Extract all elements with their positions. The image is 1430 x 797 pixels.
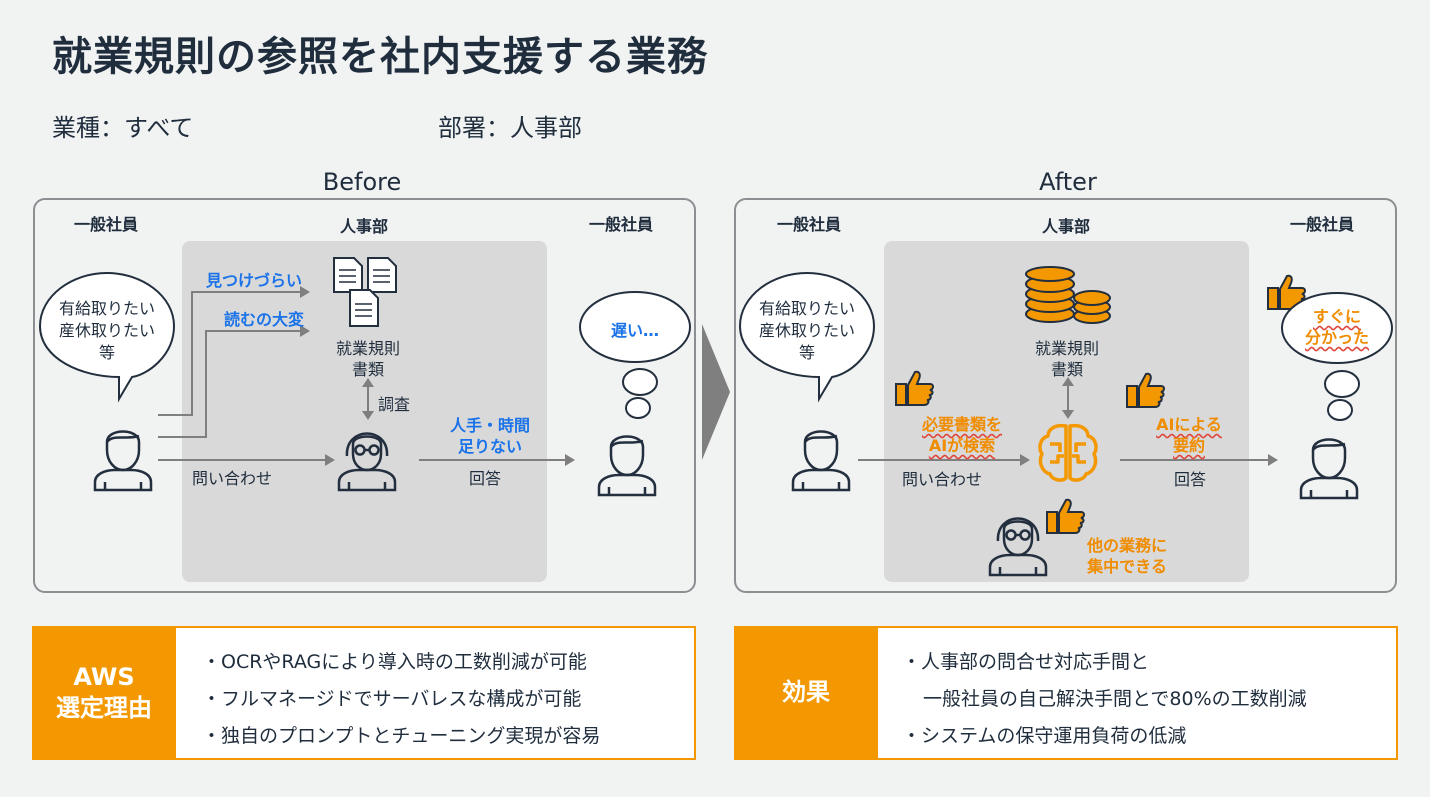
after-inquiry-label: 問い合わせ <box>901 470 982 489</box>
speech-line-1: 有給取りたい <box>58 299 155 318</box>
before-inquiry-label: 問い合わせ <box>192 469 273 488</box>
reason-label: AWS 選定理由 <box>32 626 176 760</box>
before-issue-find: 見つけづらい <box>205 271 302 290</box>
focus-line-2: 集中できる <box>1087 557 1167 576</box>
reason-label-line-1: AWS <box>73 662 135 691</box>
before-thought-bubble <box>579 291 691 419</box>
after-focus-label: 他の業務に 集中できる <box>1068 535 1186 577</box>
person-icon <box>791 430 851 492</box>
after-role-center: 人事部 <box>1041 217 1090 236</box>
before-docs-label: 就業規則 書類 <box>318 338 418 380</box>
document-icon <box>333 257 397 327</box>
reason-item-1: ・OCRやRAGにより導入時の工数削減が可能 <box>202 651 587 673</box>
speech-line-2: 産休取りたい <box>58 321 155 340</box>
search-line-1: 必要書類を <box>921 415 1002 434</box>
before-investigate: 調査 <box>378 395 411 414</box>
person-icon <box>1299 438 1359 500</box>
page-title: 就業規則の参照を社内支援する業務 <box>52 34 708 80</box>
after-docs-label: 就業規則 書類 <box>1017 338 1117 380</box>
shortage-line-2: 足りない <box>457 437 522 456</box>
effect-item-2: 一般社員の自己解決手間とで80%の工数削減 <box>923 688 1307 710</box>
after-heading: After <box>1039 168 1097 196</box>
after-thought-bubble <box>1281 292 1393 421</box>
speech-line-1: 有給取りたい <box>758 299 855 318</box>
after-search-label: 必要書類を AIが検索 <box>898 414 1026 456</box>
thumbs-up-icon <box>1267 274 1306 310</box>
department-label: 部署：人事部 <box>438 114 582 142</box>
person-icon <box>93 430 153 492</box>
person-glasses-icon <box>337 432 397 492</box>
after-role-left: 一般社員 <box>776 215 841 234</box>
thumbs-up-icon <box>1046 498 1085 534</box>
reason-item-2: ・フルマネージドでサーバレスな構成が可能 <box>202 688 582 710</box>
summary-line-1: AIによる <box>1156 415 1222 434</box>
summary-line-2: 要約 <box>1172 436 1205 455</box>
reason-item-3: ・独自のプロンプトとチューニング実現が容易 <box>202 725 601 747</box>
person-glasses-icon <box>988 517 1048 577</box>
database-icon <box>1025 266 1111 324</box>
before-thought-text: 遅い… <box>610 321 659 340</box>
speech-line-3: 等 <box>798 343 815 362</box>
thought-line-2: 分かった <box>1304 328 1369 347</box>
effect-item-3: ・システムの保守運用負荷の低減 <box>902 725 1187 747</box>
after-speech-text: 有給取りたい 産休取りたい 等 <box>740 298 874 364</box>
thumbs-up-icon <box>895 370 934 406</box>
after-answer-label: 回答 <box>1173 470 1206 489</box>
focus-line-1: 他の業務に <box>1086 536 1167 555</box>
effect-label: 効果 <box>734 626 878 760</box>
brain-icon <box>1038 423 1098 482</box>
person-icon <box>597 435 657 497</box>
speech-line-2: 産休取りたい <box>758 321 855 340</box>
before-speech-text: 有給取りたい 産休取りたい 等 <box>40 298 174 364</box>
before-answer-label: 回答 <box>468 469 501 488</box>
before-speech-bubble <box>38 271 176 403</box>
thumbs-up-icon <box>1126 372 1165 408</box>
before-role-center: 人事部 <box>339 217 388 236</box>
before-shortage: 人手・時間 足りない <box>430 415 550 457</box>
docs-label-line-1: 就業規則 <box>1034 339 1099 358</box>
search-line-2: AIが検索 <box>928 436 996 455</box>
after-thought-text: すぐに 分かった <box>1292 306 1382 348</box>
before-role-left: 一般社員 <box>73 215 138 234</box>
after-role-right: 一般社員 <box>1289 215 1354 234</box>
industry-label: 業種：すべて <box>52 114 194 142</box>
after-summary-label: AIによる 要約 <box>1130 414 1248 456</box>
docs-label-line-2: 書類 <box>1050 360 1083 379</box>
docs-label-line-1: 就業規則 <box>335 339 400 358</box>
effect-item-1: ・人事部の問合せ対応手間と <box>902 651 1150 673</box>
shortage-line-1: 人手・時間 <box>449 416 530 435</box>
after-speech-bubble <box>738 271 876 403</box>
thought-line-1: すぐに <box>1312 307 1361 326</box>
before-role-right: 一般社員 <box>588 215 653 234</box>
reason-label-line-2: 選定理由 <box>56 694 152 722</box>
docs-label-line-2: 書類 <box>351 360 384 379</box>
before-heading: Before <box>322 168 402 196</box>
speech-line-3: 等 <box>98 343 115 362</box>
before-issue-read: 読むの大変 <box>223 310 304 329</box>
chevron-right-icon <box>702 324 730 460</box>
